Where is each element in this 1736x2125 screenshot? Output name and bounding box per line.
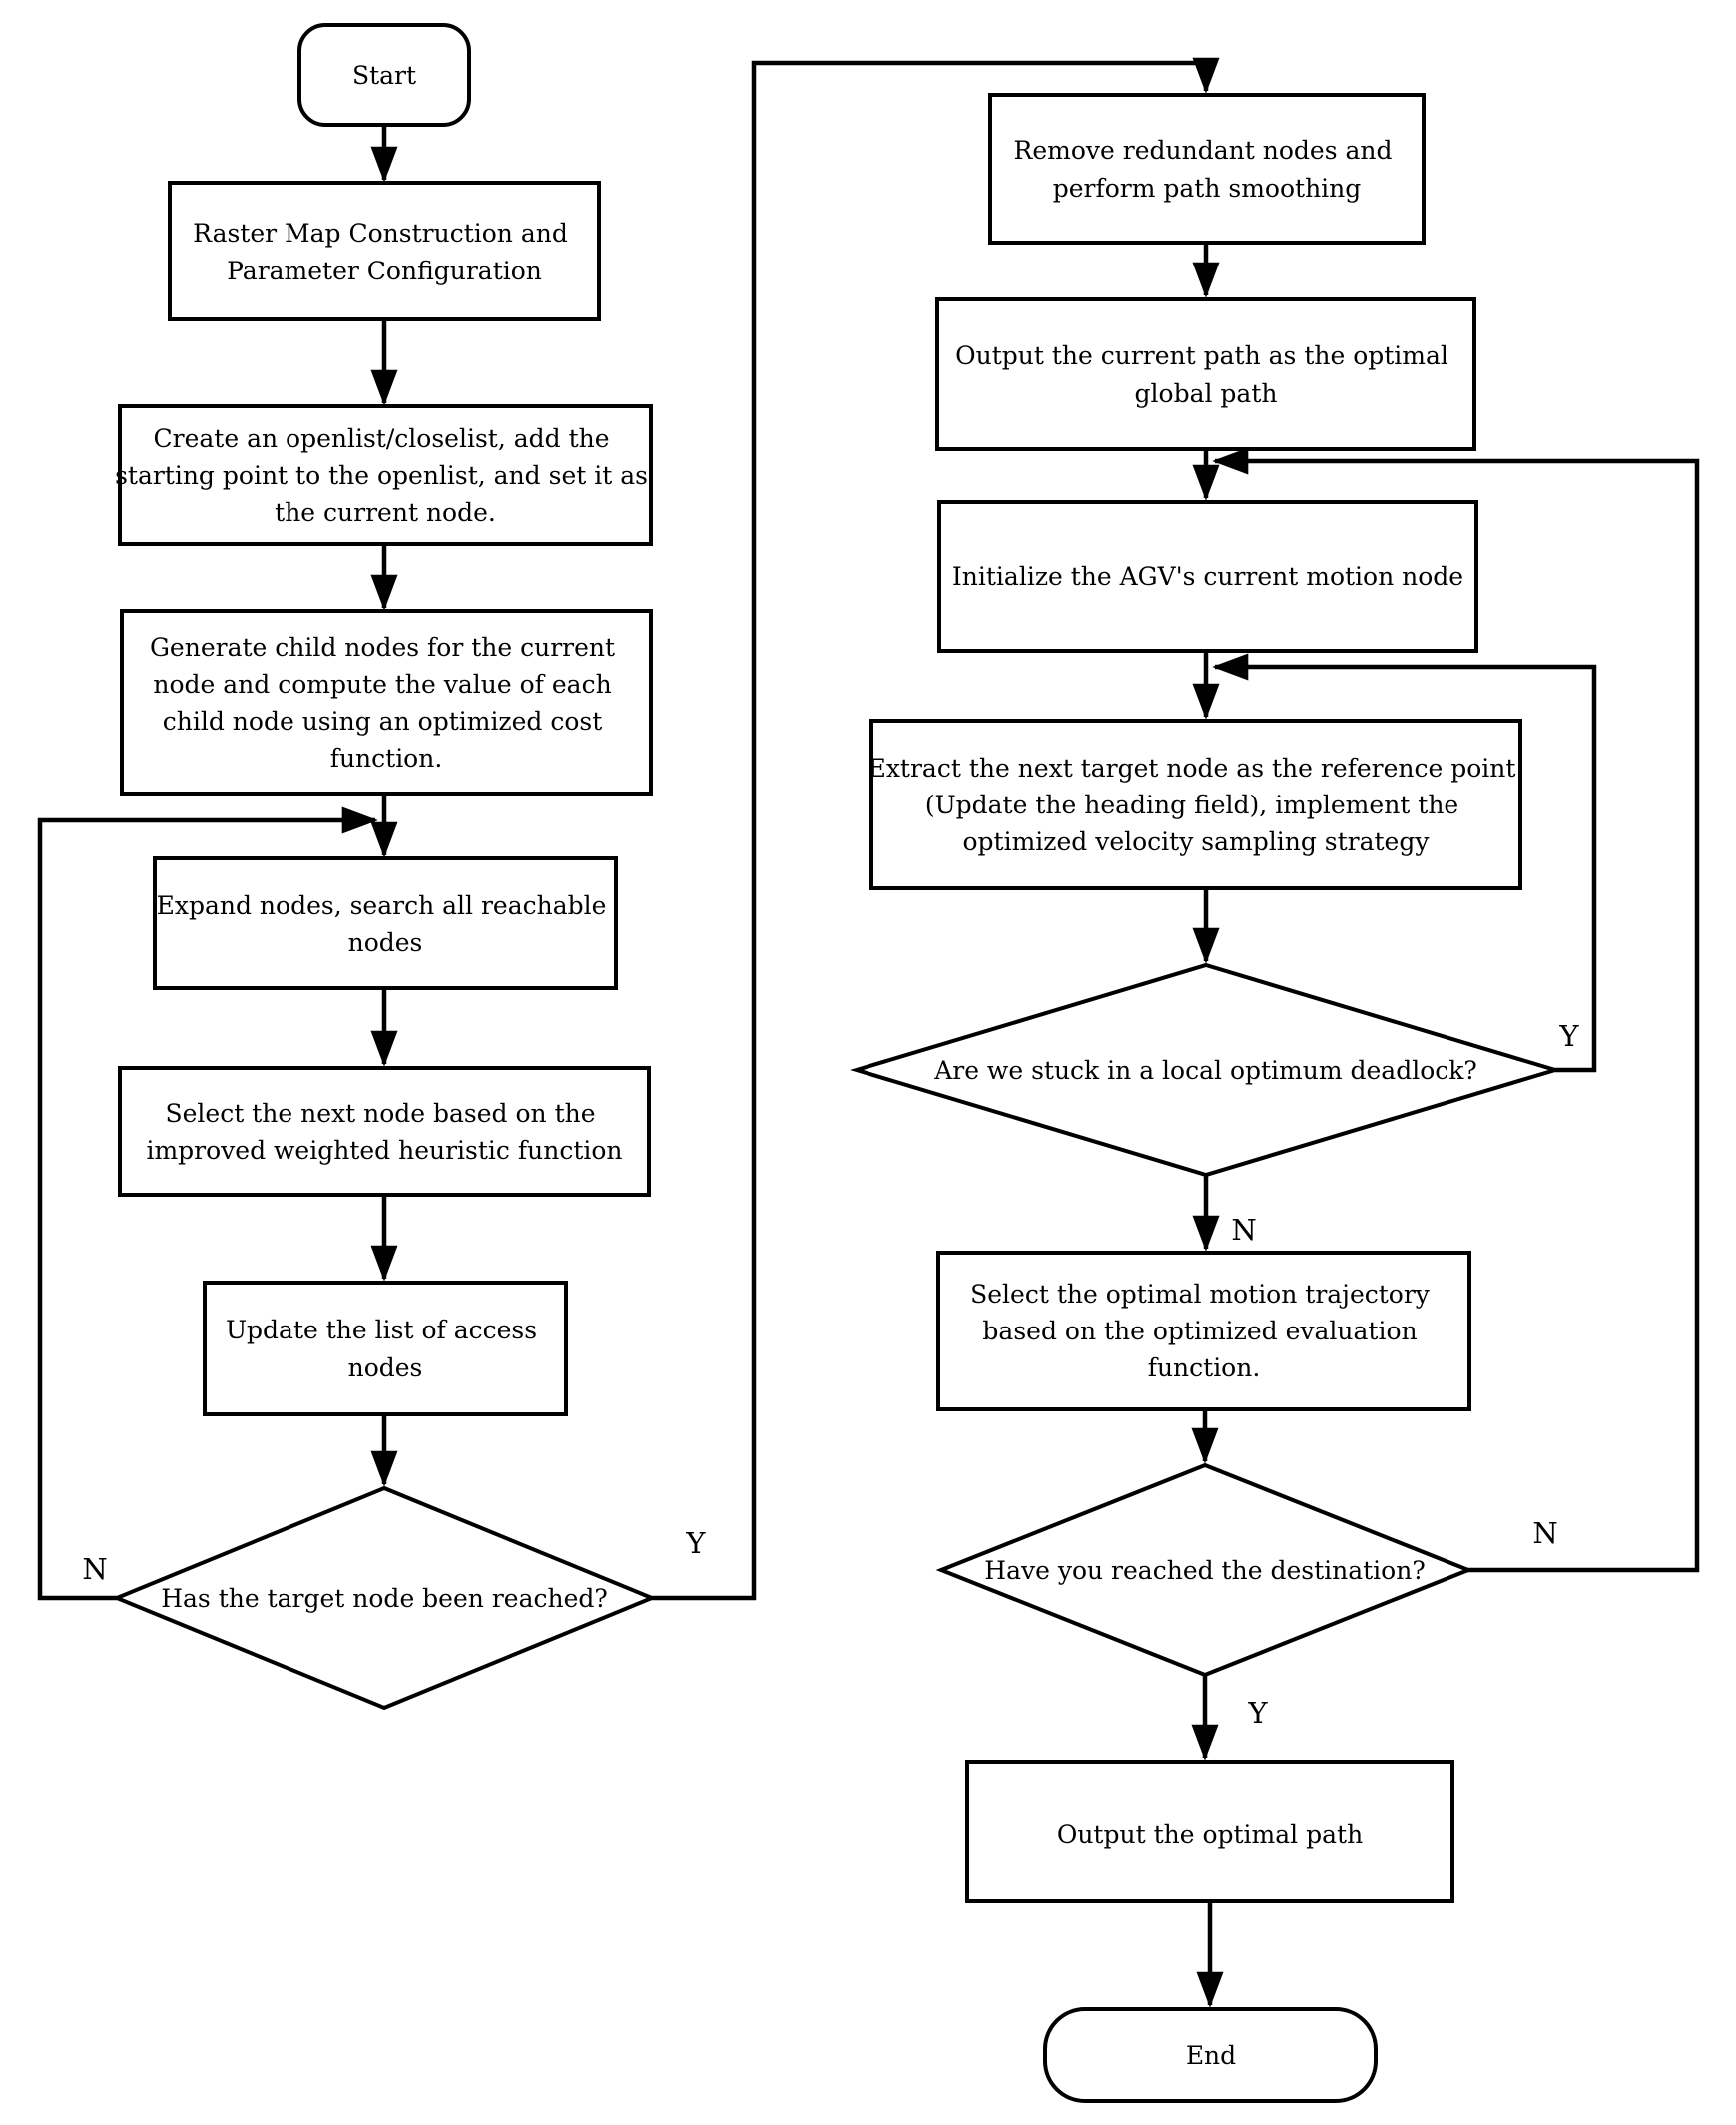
node-end: End: [1043, 2007, 1378, 2103]
label-destination-yes: Y: [1247, 1696, 1268, 1730]
node-target-reached-decision: Has the target node been reached?: [111, 1485, 658, 1711]
edge-destination-no-loop: [1212, 447, 1700, 1573]
label-target-yes: Y: [685, 1526, 706, 1560]
node-end-label: End: [1186, 2041, 1236, 2070]
label-deadlock-yes: Y: [1558, 1019, 1579, 1053]
node-generate-children-shape: [120, 609, 653, 796]
node-start-label: Start: [352, 61, 416, 90]
edge-target-yes-branch: [652, 57, 1220, 1601]
node-expand-nodes-shape: [153, 856, 618, 990]
node-remove-redundant-label: Remove redundant nodes and perform path …: [1014, 136, 1401, 203]
node-initialize-agv: Initialize the AGV's current motion node: [937, 500, 1478, 653]
node-select-trajectory: Select the optimal motion trajectory bas…: [936, 1251, 1471, 1411]
node-update-access-list-shape: [203, 1281, 568, 1416]
node-output-optimal-path-label: Output the optimal path: [1057, 1820, 1363, 1849]
node-remove-redundant-shape: [988, 93, 1426, 245]
node-extract-target: Extract the next target node as the refe…: [868, 719, 1524, 890]
node-select-trajectory-shape: [936, 1251, 1471, 1411]
node-select-trajectory-label: Select the optimal motion trajectory bas…: [970, 1280, 1438, 1382]
label-destination-no: N: [1532, 1516, 1557, 1550]
node-update-access-list-label: Update the list of access nodes: [226, 1316, 545, 1382]
node-create-openlist: Create an openlist/closelist, add the st…: [115, 404, 656, 546]
node-output-global-path-shape: [935, 297, 1476, 451]
node-create-openlist-shape: [118, 404, 653, 546]
label-deadlock-no: N: [1231, 1213, 1256, 1247]
node-initialize-agv-shape: [937, 500, 1478, 653]
node-initialize-agv-label: Initialize the AGV's current motion node: [952, 562, 1463, 591]
node-end-shape: [1043, 2007, 1378, 2103]
node-remove-redundant: Remove redundant nodes and perform path …: [988, 93, 1426, 245]
edge-target-no-loop: [37, 806, 378, 1601]
node-destination-shape: [935, 1462, 1474, 1678]
node-output-global-path-label: Output the current path as the optimal g…: [955, 341, 1456, 408]
node-destination-label: Have you reached the destination?: [984, 1556, 1425, 1585]
node-expand-nodes: Expand nodes, search all reachable nodes: [153, 856, 618, 990]
node-deadlock-decision: Are we stuck in a local optimum deadlock…: [850, 962, 1562, 1178]
node-target-reached-label: Has the target node been reached?: [161, 1584, 608, 1613]
node-output-optimal-path-shape: [965, 1760, 1454, 1903]
node-destination-decision: Have you reached the destination?: [935, 1462, 1474, 1678]
node-generate-children: Generate child nodes for the current nod…: [120, 609, 653, 796]
edges: [37, 57, 1700, 2008]
node-raster-map: Raster Map Construction and Parameter Co…: [168, 181, 601, 321]
node-extract-target-label: Extract the next target node as the refe…: [868, 754, 1524, 856]
node-update-access-list: Update the list of access nodes: [203, 1281, 568, 1416]
node-start: Start: [297, 23, 471, 127]
node-target-reached-shape: [111, 1485, 658, 1711]
node-raster-map-shape: [168, 181, 601, 321]
node-start-shape: [297, 23, 471, 127]
node-select-next-node-label: Select the next node based on the improv…: [146, 1099, 622, 1165]
node-deadlock-shape: [850, 962, 1562, 1178]
node-deadlock-label: Are we stuck in a local optimum deadlock…: [933, 1056, 1477, 1085]
node-generate-children-label: Generate child nodes for the current nod…: [150, 633, 623, 773]
node-output-optimal-path: Output the optimal path: [965, 1760, 1454, 1903]
node-output-global-path: Output the current path as the optimal g…: [935, 297, 1476, 451]
edge-deadlock-yes-loop: [1212, 653, 1597, 1073]
node-extract-target-shape: [869, 719, 1522, 890]
node-select-next-node-shape: [118, 1066, 651, 1197]
node-select-next-node: Select the next node based on the improv…: [118, 1066, 651, 1197]
label-target-no: N: [82, 1552, 107, 1586]
branch-labels: N Y Y N N Y: [82, 1019, 1579, 1730]
node-raster-map-label: Raster Map Construction and Parameter Co…: [193, 219, 576, 285]
node-expand-nodes-label: Expand nodes, search all reachable nodes: [157, 891, 615, 957]
node-create-openlist-label: Create an openlist/closelist, add the st…: [115, 424, 656, 527]
